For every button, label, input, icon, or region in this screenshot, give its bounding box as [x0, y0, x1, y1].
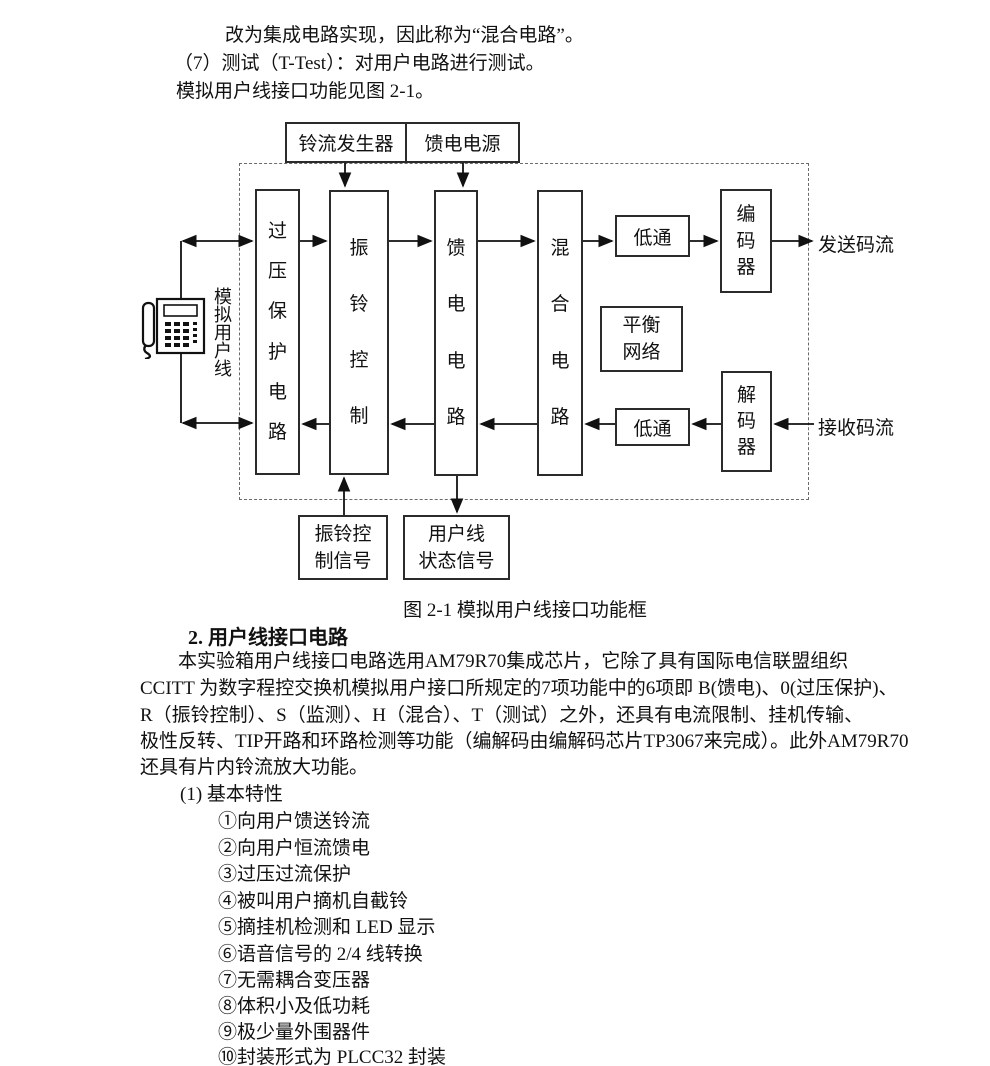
box-ring-control-signal: 振铃控 制信号: [298, 515, 388, 580]
box-hybrid-circuit: 混合电路: [537, 190, 583, 476]
feature-item: ③过压过流保护: [218, 864, 352, 885]
balance-network-line2: 网络: [622, 342, 661, 363]
box-feed-power: 馈电电源: [405, 122, 520, 163]
box-encoder: 编码器: [720, 189, 772, 293]
feature-item: ⑤摘挂机检测和 LED 显示: [218, 917, 436, 938]
feature-item: ⑧体积小及低功耗: [218, 996, 371, 1017]
feature-item: ②向用户恒流馈电: [218, 838, 371, 859]
box-ring-generator-label: 铃流发生器: [298, 134, 394, 155]
analog-line-label: 模拟用户线: [214, 287, 232, 379]
intro-line-3: 模拟用户线接口功能见图 2-1。: [176, 81, 435, 102]
ring-control-signal-line2: 制信号: [314, 550, 372, 572]
paragraph-line: 本实验箱用户线接口电路选用AM79R70集成芯片，它除了具有国际电信联盟组织: [178, 651, 849, 672]
line-state-signal-line2: 状态信号: [418, 550, 495, 572]
balance-network-line1: 平衡: [622, 315, 661, 336]
features-title: (1) 基本特性: [180, 784, 283, 805]
telephone-icon: [141, 297, 206, 359]
feature-item: ⑨极少量外围器件: [218, 1022, 371, 1043]
box-overvoltage-protect: 过压保护电路: [255, 189, 300, 475]
send-stream-label: 发送码流: [818, 235, 895, 256]
feature-item: ①向用户馈送铃流: [218, 811, 371, 832]
paragraph-line: 极性反转、TIP开路和环路检测等功能（编解码由编解码芯片TP3067来完成）。此…: [140, 731, 909, 752]
box-ring-generator: 铃流发生器: [285, 122, 407, 163]
intro-line-1: 改为集成电路实现，因此称为“混合电路”。: [225, 25, 584, 46]
intro-line-2: （7）测试（T-Test）：对用户电路进行测试。: [174, 53, 545, 74]
box-lowpass-top: 低通: [615, 215, 690, 257]
box-decoder: 解码器: [721, 371, 772, 472]
ring-control-signal-line1: 振铃控: [314, 523, 372, 545]
box-balance-network: 平衡 网络: [600, 306, 683, 372]
paragraph-line: R（振铃控制）、S（监测）、H（混合）、T（测试）之外，还具有电流限制、挂机传输…: [140, 705, 864, 726]
feature-item: ⑥语音信号的 2/4 线转换: [218, 944, 423, 965]
receive-stream-label: 接收码流: [818, 418, 895, 439]
box-feed-power-label: 馈电电源: [424, 134, 501, 155]
line-state-signal-line1: 用户线: [427, 523, 485, 545]
box-lowpass-bottom-label: 低通: [633, 418, 672, 440]
feature-item: ④被叫用户摘机自截铃: [218, 891, 409, 912]
feature-item: ⑦无需耦合变压器: [218, 970, 371, 991]
paragraph-line: CCITT 为数字程控交换机模拟用户接口所规定的7项功能中的6项即 B(馈电)、…: [140, 678, 898, 699]
dashed-frame: [239, 163, 809, 500]
box-lowpass-top-label: 低通: [633, 227, 672, 249]
box-lowpass-bottom: 低通: [615, 408, 690, 446]
section-heading: 2. 用户线接口电路: [188, 627, 348, 649]
box-ring-control: 振铃控制: [329, 190, 389, 475]
paragraph-line: 还具有片内铃流放大功能。: [140, 757, 369, 778]
feature-item: ⑩封装形式为 PLCC32 封装: [218, 1047, 447, 1066]
box-feed-circuit: 馈电电路: [434, 190, 478, 476]
box-line-state-signal: 用户线 状态信号: [403, 515, 510, 580]
figure-caption: 图 2-1 模拟用户线接口功能框: [403, 600, 647, 621]
